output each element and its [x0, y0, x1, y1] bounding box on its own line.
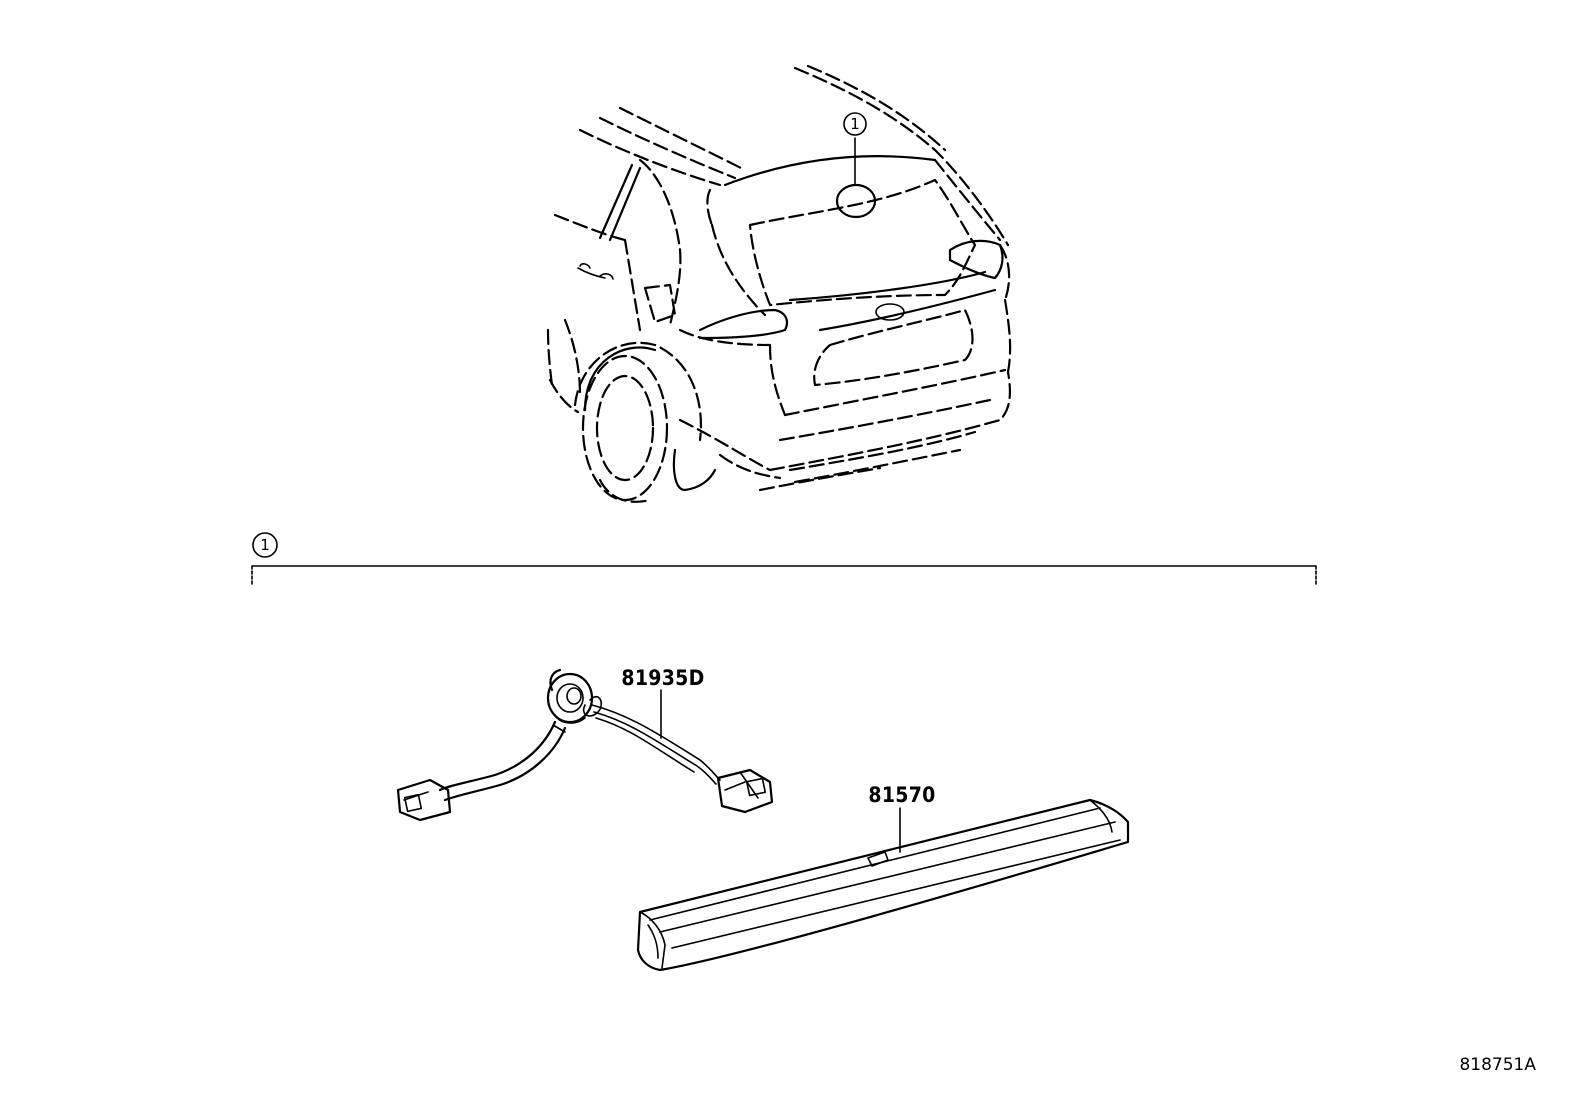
- vehicle-callout-1: 1: [843, 112, 867, 136]
- lamp-location-marker: [835, 137, 877, 219]
- vehicle-callout-1-label: 1: [850, 115, 860, 133]
- high-mount-stop-lamp-part: [636, 798, 1130, 972]
- stop-lamp-part-number: 81570: [868, 783, 935, 807]
- wire-harness-part-number: 81935D: [621, 666, 704, 690]
- group-callout-1-label: 1: [260, 536, 270, 554]
- vehicle-rear-illustration: [546, 64, 1012, 503]
- wire-harness-part: [396, 668, 774, 822]
- group-bracket: [251, 565, 1317, 586]
- group-callout-1: 1: [252, 532, 278, 558]
- illustration-reference-number: 818751A: [1459, 1055, 1536, 1075]
